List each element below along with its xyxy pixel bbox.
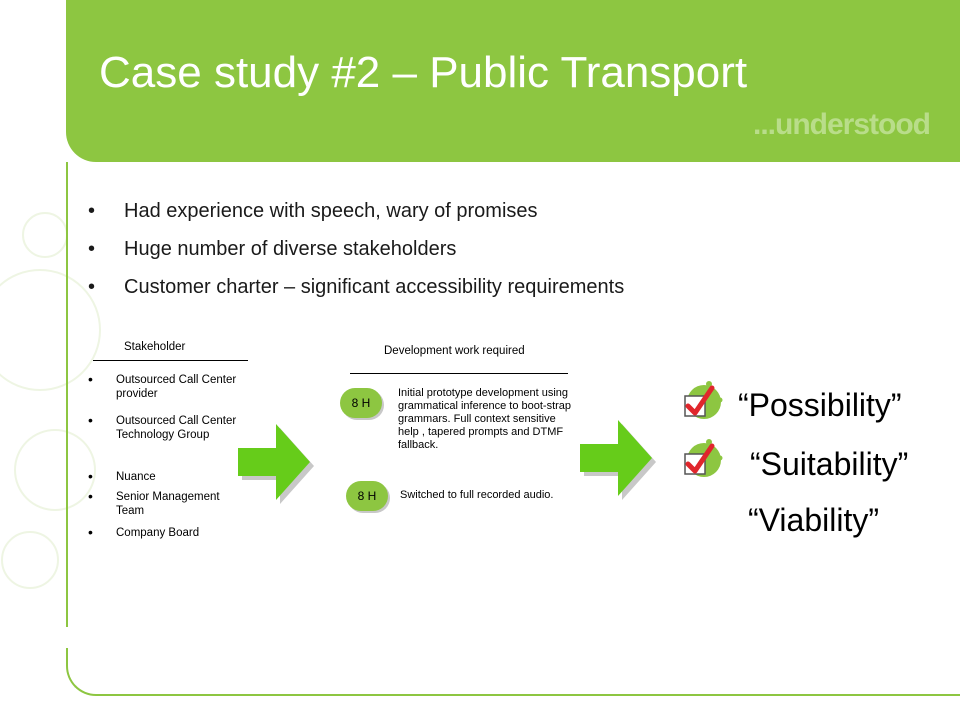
bullet-list: Had experience with speech, wary of prom… <box>88 198 624 312</box>
decorative-circles <box>0 212 101 589</box>
stakeholder-item: Nuance <box>88 469 248 490</box>
effort-badge: 8 H <box>346 481 388 511</box>
dev-heading-rule <box>350 373 568 374</box>
checkbox-icon <box>684 381 723 419</box>
stakeholder-item: Outsourced Call Center provider <box>88 372 248 414</box>
brand-tagline: ...understood <box>753 108 931 141</box>
outcome-label: “Possibility” <box>738 387 902 423</box>
header-band <box>66 0 960 162</box>
checkbox-icon <box>684 439 723 477</box>
frame-bottom <box>66 648 960 696</box>
task-description: Switched to full recorded audio. <box>400 489 554 501</box>
stakeholder-heading-rule <box>93 360 248 361</box>
right-arrow-icon <box>238 424 314 504</box>
effort-badge: 8 H <box>340 388 382 418</box>
bullet-item: Huge number of diverse stakeholders <box>88 236 624 274</box>
stakeholder-item: Outsourced Call Center Technology Group <box>88 413 248 470</box>
outcome-label: “Viability” <box>748 502 879 538</box>
slide-title: Case study #2 – Public Transport <box>99 48 748 97</box>
stakeholder-list: Outsourced Call Center provider Outsourc… <box>88 372 248 542</box>
stakeholder-heading: Stakeholder <box>124 341 186 353</box>
dev-heading: Development work required <box>384 345 525 357</box>
outcome-label: “Suitability” <box>750 446 909 482</box>
stakeholder-item: Senior Management Team <box>88 489 248 526</box>
bullet-item: Had experience with speech, wary of prom… <box>88 198 624 236</box>
bullet-item: Customer charter – significant accessibi… <box>88 274 624 312</box>
right-arrow-icon <box>580 420 656 500</box>
stakeholder-item: Company Board <box>88 525 248 542</box>
frame-line <box>66 162 68 627</box>
task-description: Initial prototype development using gram… <box>398 387 572 451</box>
